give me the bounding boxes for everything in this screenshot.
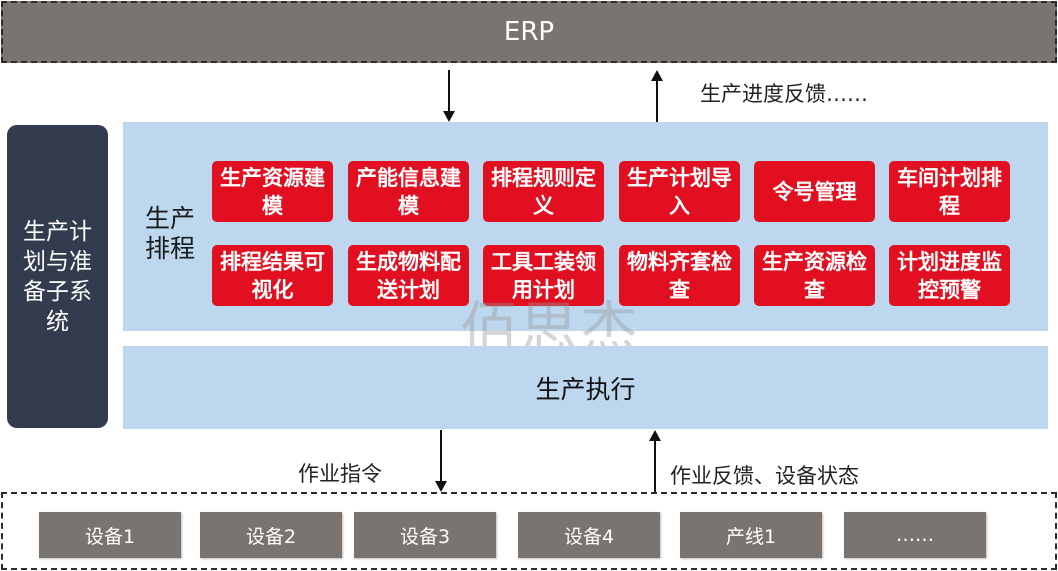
progress-feedback-label: 生产进度反馈…… [700,82,868,106]
execution-title: 生产执行 [535,374,636,404]
scheduling-module: 工具工装领用计划 [483,245,604,306]
device-box: 产线1 [680,512,822,558]
subsystem-label: 生产计划与准备子系统 [23,218,92,335]
scheduling-module: 生产资源建模 [212,161,333,222]
feedback-up-arrow-head [651,70,663,81]
scheduling-module: 车间计划排程 [889,161,1010,222]
device-box: 设备1 [39,512,181,558]
work-instruction-label: 作业指令 [298,462,382,486]
scheduling-module: 排程结果可视化 [212,245,333,306]
status-up-arrow-head [649,430,661,441]
scheduling-module: 物料齐套检查 [619,245,740,306]
scheduling-module: 排程规则定义 [483,161,604,222]
scheduling-module: 计划进度监控预警 [889,245,1010,306]
instruction-down-arrow-head [435,481,447,492]
device-box: …… [844,512,986,558]
scheduling-module: 生产计划导入 [619,161,740,222]
scheduling-title: 生产排程 [144,204,195,263]
erp-down-arrow-line [448,70,450,112]
device-box: 设备2 [200,512,342,558]
erp-label: ERP [503,17,555,47]
work-feedback-status-label: 作业反馈、设备状态 [670,464,859,488]
planning-preparation-subsystem: 生产计划与准备子系统 [7,125,108,428]
production-execution-panel: 生产执行 [123,346,1048,429]
device-box: 设备3 [354,512,496,558]
scheduling-module: 产能信息建模 [348,161,469,222]
erp-system-box: ERP [1,1,1057,63]
status-up-arrow-line [654,440,656,492]
device-box: 设备4 [518,512,660,558]
erp-down-arrow-head [443,111,455,122]
scheduling-module: 令号管理 [754,161,875,222]
scheduling-module: 生成物料配送计划 [348,245,469,306]
feedback-up-arrow-line [656,80,658,122]
scheduling-module: 生产资源检查 [754,245,875,306]
instruction-down-arrow-line [440,430,442,482]
